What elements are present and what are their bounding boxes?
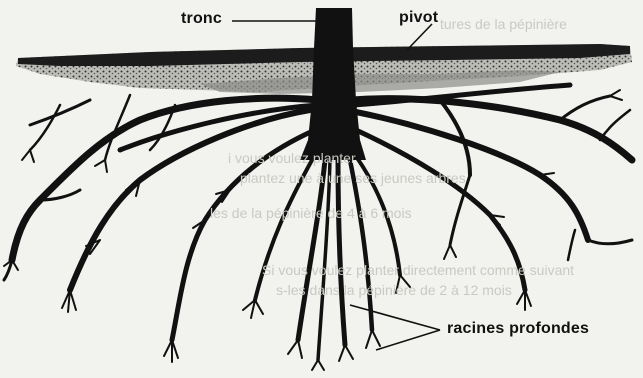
bleed-through-text-6: s-les dans la pépinière de 2 à 12 mois <box>276 282 512 298</box>
bleed-through-text-4: les de la pépinière de 4 à 6 mois <box>210 205 412 221</box>
pivot-leader-line <box>407 24 432 50</box>
racines-leader-line-2 <box>376 330 440 350</box>
tronc-label: tronc <box>181 10 222 28</box>
bleed-through-text-1: tures de la pépinière <box>440 16 567 32</box>
bleed-through-text-3: plantez une à une ses jeunes arbres <box>240 170 466 186</box>
racines-profondes-label: racines profondes <box>447 320 589 338</box>
bleed-through-text-2: i vous voulez planter <box>228 150 356 166</box>
pivot-label: pivot <box>399 9 438 27</box>
bleed-through-text-5: Si vous voulez planter directement comme… <box>262 262 574 278</box>
racines-leader-line-1 <box>350 305 440 330</box>
